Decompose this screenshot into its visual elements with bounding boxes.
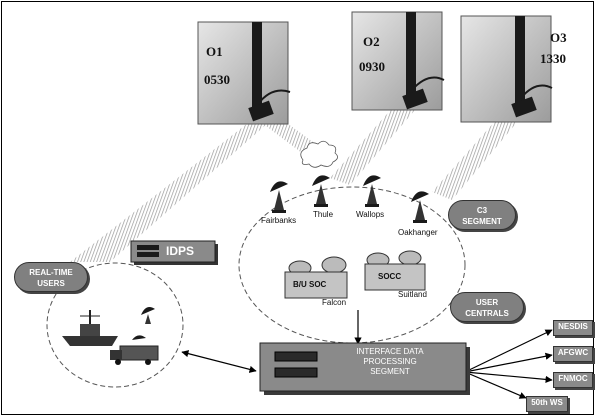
real-time-users-label: REAL-TIME USERS — [14, 262, 88, 292]
user-centrals-line1: USER — [475, 298, 499, 307]
orbit-o1-panel — [197, 21, 291, 125]
interface-segment-label: INTERFACE DATA PROCESSING SEGMENT — [320, 347, 460, 377]
user-centrals-line2: CENTRALS — [465, 309, 509, 318]
bu-soc-building — [284, 256, 348, 299]
interface-segment-line3: SEGMENT — [370, 367, 410, 376]
o3-downlink-beam — [432, 110, 523, 200]
idps-label: IDPS — [166, 244, 195, 258]
bu-soc-label: B/U SOC — [293, 280, 327, 289]
portable-antenna-icon — [141, 307, 155, 324]
central-afgwc: AFGWC — [553, 346, 593, 362]
orbit-o2-panel — [351, 11, 445, 111]
central-nesdis: NESDIS — [553, 320, 593, 336]
orbit-o3-panel — [460, 15, 553, 123]
c3-segment-label: C3 SEGMENT — [448, 200, 516, 230]
cloud-icon — [300, 140, 338, 168]
user-centrals-label: USER CENTRALS — [450, 292, 524, 322]
truck-icon — [110, 335, 159, 365]
real-time-users-ellipse — [46, 262, 184, 388]
c3-segment-line2: SEGMENT — [462, 217, 502, 226]
arrow-to-afgwc — [464, 352, 553, 373]
o2-downlink-beam — [330, 105, 415, 185]
orbit-o1-time: 0530 — [204, 72, 230, 87]
arrow-to-nesdis — [464, 329, 553, 373]
dish-antenna-icon — [270, 181, 288, 213]
real-time-users-line1: REAL-TIME — [29, 268, 73, 277]
arrow-to-50th-ws — [464, 371, 527, 399]
orbit-o1-name: O1 — [206, 44, 223, 59]
central-fnmoc: FNMOC — [553, 372, 593, 388]
c3-segment-ellipse — [238, 186, 466, 344]
interface-segment-box — [259, 342, 470, 395]
c3-segment-line1: C3 — [476, 206, 488, 215]
o1-downlink-beam — [70, 123, 268, 262]
central-50th-ws: 50th WS — [526, 396, 568, 412]
station-wallops-label: Wallops — [356, 210, 385, 219]
socc-label: SOCC — [378, 272, 402, 281]
socc-building — [364, 250, 426, 291]
station-fairbanks-label: Fairbanks — [261, 216, 297, 225]
socc-site: Suitland — [398, 290, 427, 299]
station-thule-label: Thule — [313, 210, 334, 219]
station-oakhanger-label: Oakhanger — [398, 228, 438, 237]
dish-antenna-icon — [363, 175, 381, 207]
dish-antenna-icon — [411, 191, 429, 223]
orbit-o2-name: O2 — [363, 34, 380, 49]
bu-soc-site: Falcon — [322, 298, 347, 307]
real-time-users-line2: USERS — [37, 279, 65, 288]
orbit-o3-name: O3 — [550, 30, 567, 45]
orbit-o2-time: 0930 — [359, 59, 385, 74]
idps-box — [130, 240, 218, 265]
interface-segment-line2: PROCESSING — [363, 357, 417, 366]
users-interface-arrow — [181, 350, 257, 373]
ship-icon — [62, 310, 118, 346]
interface-segment-line1: INTERFACE DATA — [356, 347, 424, 356]
dish-antenna-icon — [312, 175, 330, 207]
arrow-to-fnmoc — [464, 371, 553, 383]
orbit-o3-time: 1330 — [540, 51, 566, 66]
